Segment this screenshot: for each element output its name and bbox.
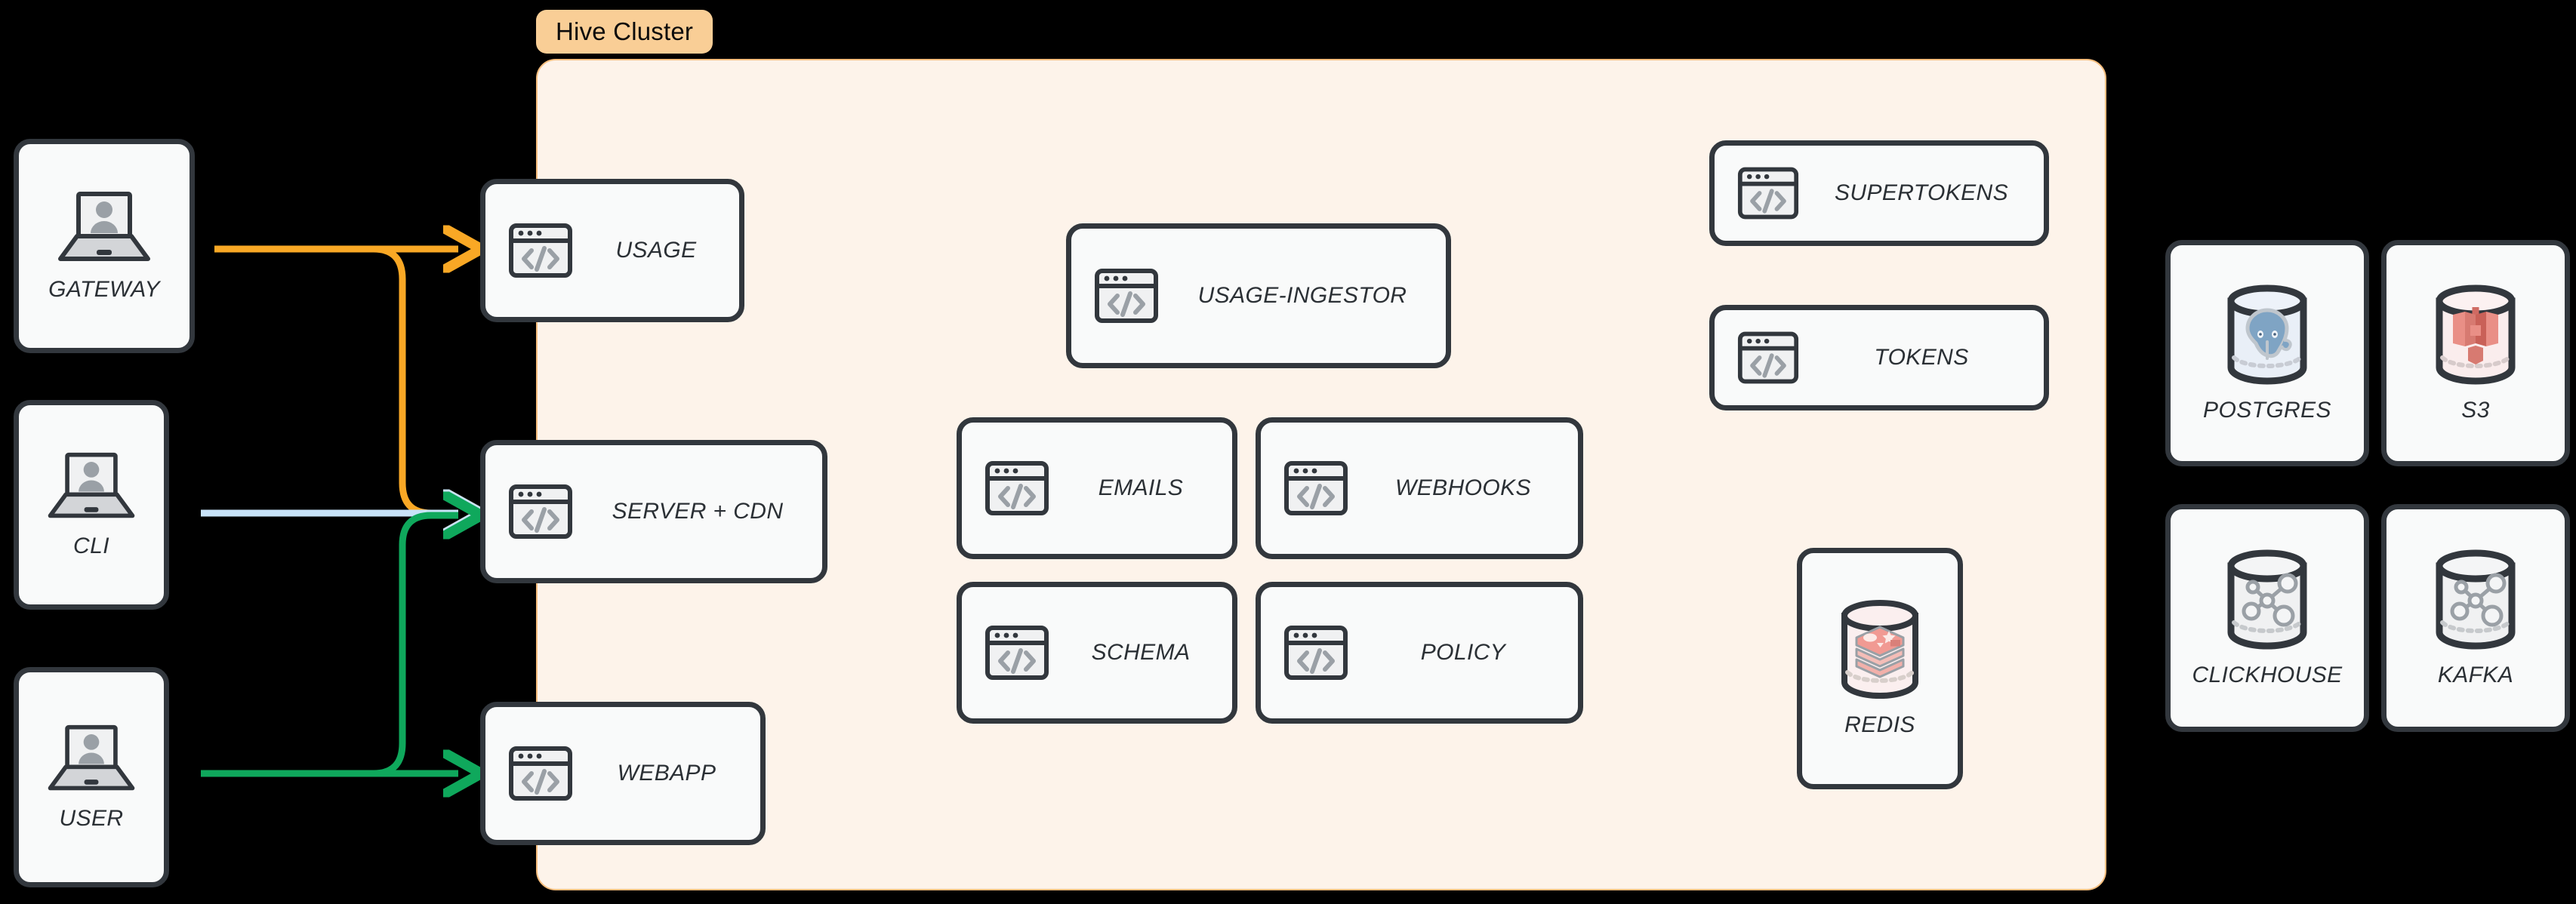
service-card-tokens[interactable]: TOKENS bbox=[1709, 305, 2049, 410]
actor-label: USER bbox=[59, 806, 124, 831]
datastore-label: KAFKA bbox=[2437, 663, 2514, 687]
service-card-webhooks[interactable]: WEBHOOKS bbox=[1256, 417, 1583, 559]
code-window-icon bbox=[1094, 263, 1159, 328]
datastore-card-clickhouse[interactable]: CLICKHOUSE bbox=[2165, 504, 2369, 732]
actor-card-gateway[interactable]: GATEWAY bbox=[14, 139, 195, 353]
service-card-emails[interactable]: EMAILS bbox=[957, 417, 1237, 559]
service-label: SUPERTOKENS bbox=[1834, 180, 2009, 205]
service-card-usage[interactable]: USAGE bbox=[480, 179, 744, 322]
service-label: POLICY bbox=[1420, 640, 1506, 665]
code-window-icon bbox=[1737, 162, 1799, 224]
graph-cylinder-icon bbox=[2217, 548, 2317, 650]
service-card-policy[interactable]: POLICY bbox=[1256, 582, 1583, 724]
actor-label: GATEWAY bbox=[48, 277, 160, 302]
s3-cylinder-icon bbox=[2426, 283, 2525, 386]
datastore-card-postgres[interactable]: POSTGRES bbox=[2165, 240, 2369, 466]
graph-cylinder-icon bbox=[2426, 548, 2525, 650]
laptop-user-icon bbox=[54, 189, 154, 265]
edge-user-to-server-cdn bbox=[201, 515, 458, 777]
actor-label: CLI bbox=[73, 533, 109, 558]
code-window-icon bbox=[508, 479, 573, 544]
actor-card-user[interactable]: USER bbox=[14, 667, 169, 887]
service-label: SCHEMA bbox=[1091, 640, 1191, 665]
code-window-icon bbox=[984, 456, 1049, 521]
datastore-card-s3[interactable]: S3 bbox=[2381, 240, 2570, 466]
code-window-icon bbox=[1283, 456, 1348, 521]
datastore-card-kafka[interactable]: KAFKA bbox=[2381, 504, 2570, 732]
service-card-webapp[interactable]: WEBAPP bbox=[480, 702, 766, 845]
service-label: USAGE bbox=[615, 238, 697, 263]
service-label: USAGE-INGESTOR bbox=[1197, 283, 1407, 308]
redis-cylinder-icon bbox=[1831, 599, 1929, 700]
service-label: WEBAPP bbox=[617, 761, 716, 786]
code-window-icon bbox=[508, 218, 573, 283]
datastore-label: REDIS bbox=[1844, 712, 1915, 737]
service-card-server-cdn[interactable]: SERVER + CDN bbox=[480, 440, 827, 583]
service-card-usage-ingestor[interactable]: USAGE-INGESTOR bbox=[1066, 223, 1451, 368]
code-window-icon bbox=[1737, 327, 1799, 389]
datastore-label: POSTGRES bbox=[2203, 398, 2331, 423]
code-window-icon bbox=[1283, 620, 1348, 685]
laptop-user-icon bbox=[45, 450, 138, 521]
service-label: EMAILS bbox=[1098, 475, 1184, 500]
code-window-icon bbox=[984, 620, 1049, 685]
service-label: WEBHOOKS bbox=[1395, 475, 1531, 500]
datastore-label: CLICKHOUSE bbox=[2192, 663, 2343, 687]
service-label: TOKENS bbox=[1874, 345, 1969, 370]
service-card-supertokens[interactable]: SUPERTOKENS bbox=[1709, 140, 2049, 246]
edge-gateway-to-server-cdn bbox=[214, 245, 458, 513]
actor-card-cli[interactable]: CLI bbox=[14, 400, 169, 610]
service-card-schema[interactable]: SCHEMA bbox=[957, 582, 1237, 724]
hive-cluster-badge: Hive Cluster bbox=[536, 10, 713, 54]
datastore-card-redis[interactable]: REDIS bbox=[1797, 548, 1963, 789]
laptop-user-icon bbox=[45, 723, 138, 794]
datastore-label: S3 bbox=[2461, 398, 2490, 423]
service-label: SERVER + CDN bbox=[612, 499, 784, 524]
postgres-cylinder-icon bbox=[2217, 283, 2317, 386]
code-window-icon bbox=[508, 741, 573, 806]
